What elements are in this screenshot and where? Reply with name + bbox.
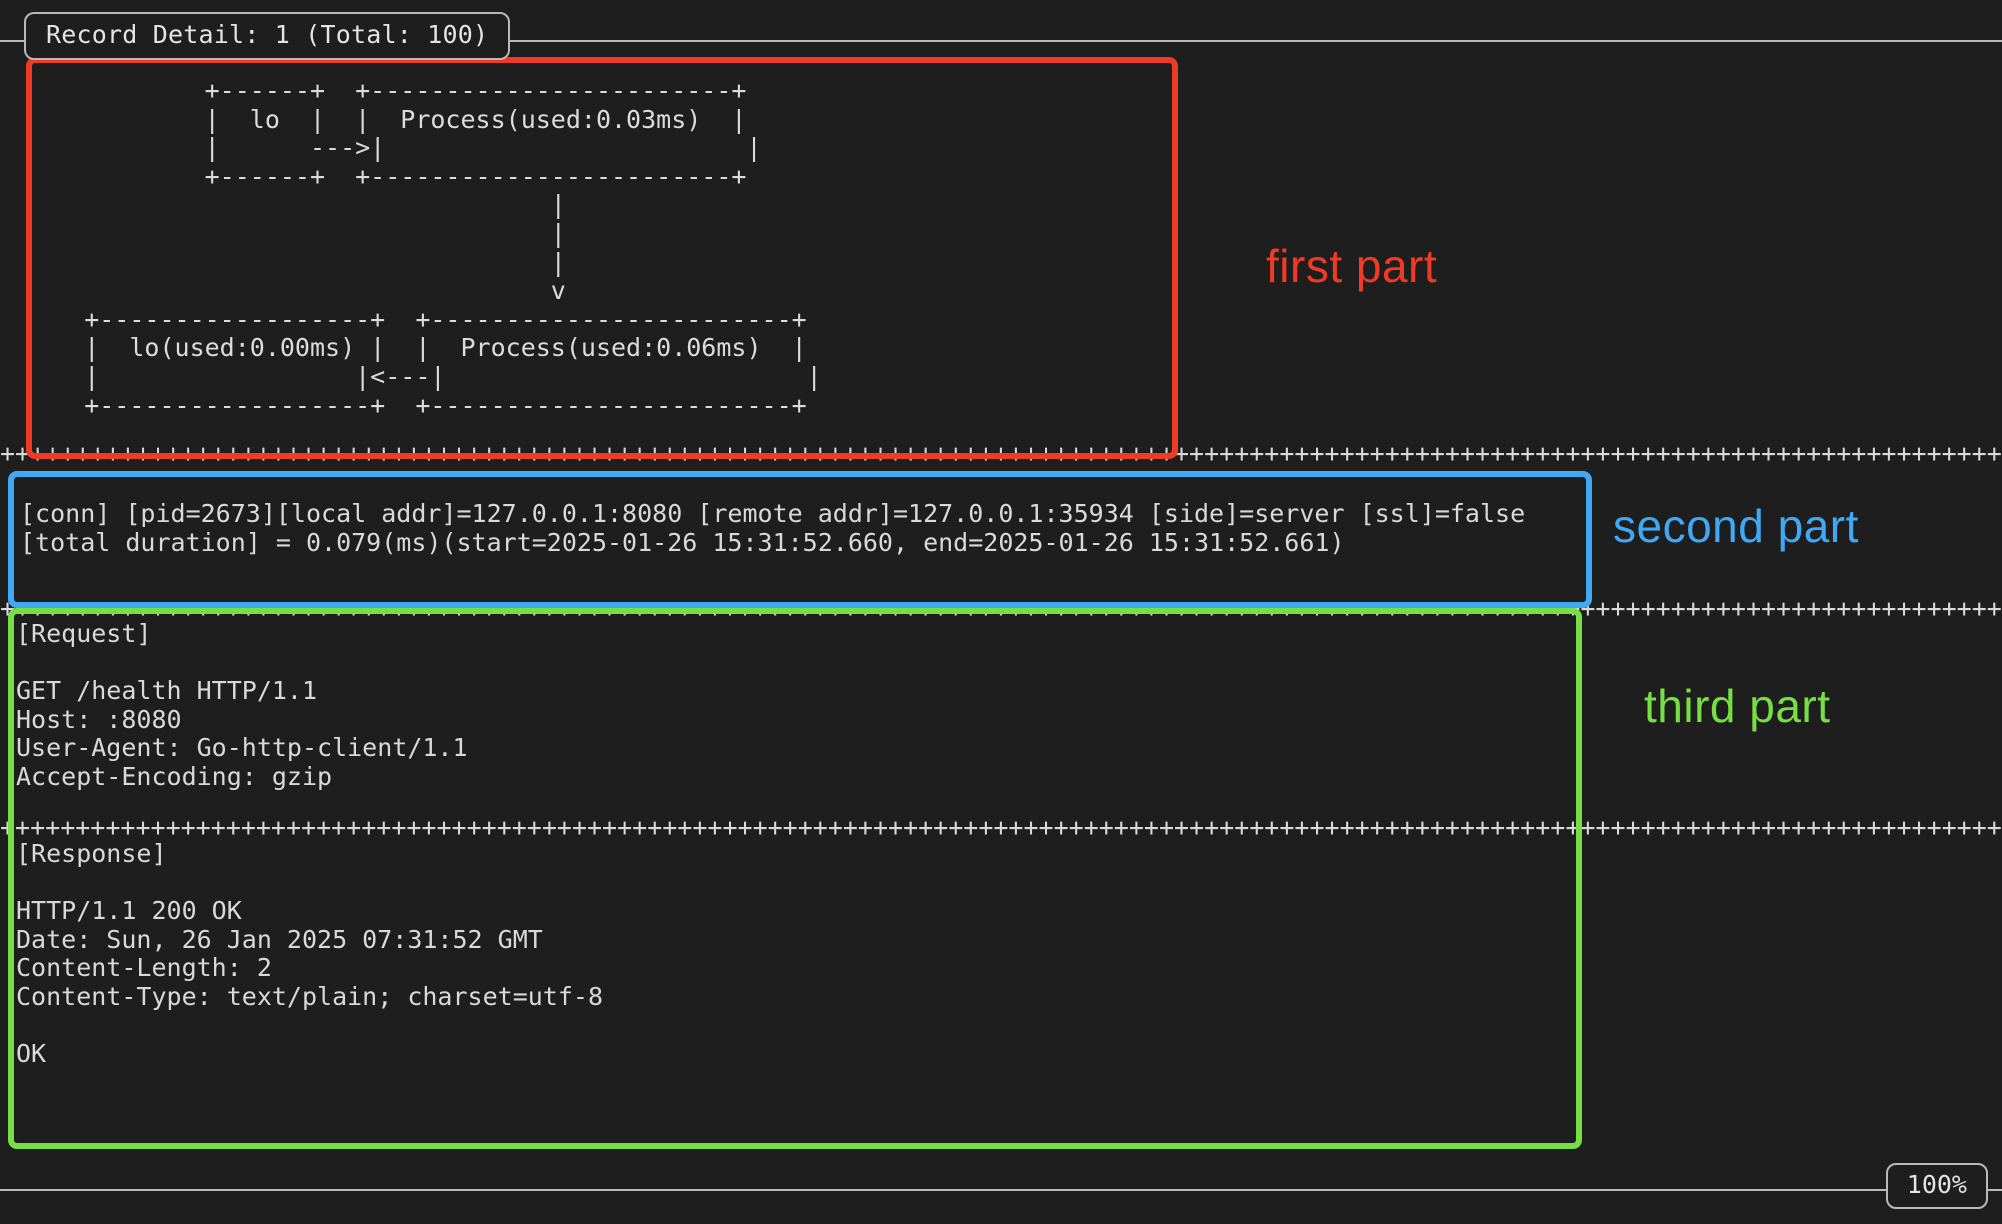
separator-conn: ++++++++++++++++++++++++++++++++++++++++… [0, 441, 2002, 467]
separator-response: ++++++++++++++++++++++++++++++++++++++++… [0, 815, 2002, 841]
http-request-text: [Request] GET /health HTTP/1.1 Host: :80… [16, 619, 468, 791]
separator-request: ++++++++++++++++++++++++++++++++++++++++… [0, 596, 2002, 622]
panel-bottom-rule [0, 1189, 2002, 1191]
record-detail-title: Record Detail: 1 (Total: 100) [24, 12, 511, 60]
connection-summary-text: [conn] [pid=2673][local addr]=127.0.0.1:… [20, 499, 1526, 557]
panel-top-rule [0, 40, 2002, 42]
zoom-level-indicator[interactable]: 100% [1885, 1163, 1988, 1209]
http-response-text: [Response] HTTP/1.1 200 OK Date: Sun, 26… [16, 839, 603, 1069]
annotation-label-first-part: first part [1266, 240, 1438, 292]
annotation-label-second-part: second part [1613, 500, 1859, 552]
topology-ascii-diagram: +------+ +------------------------+ | lo… [84, 76, 822, 420]
annotation-label-third-part: third part [1644, 680, 1831, 732]
